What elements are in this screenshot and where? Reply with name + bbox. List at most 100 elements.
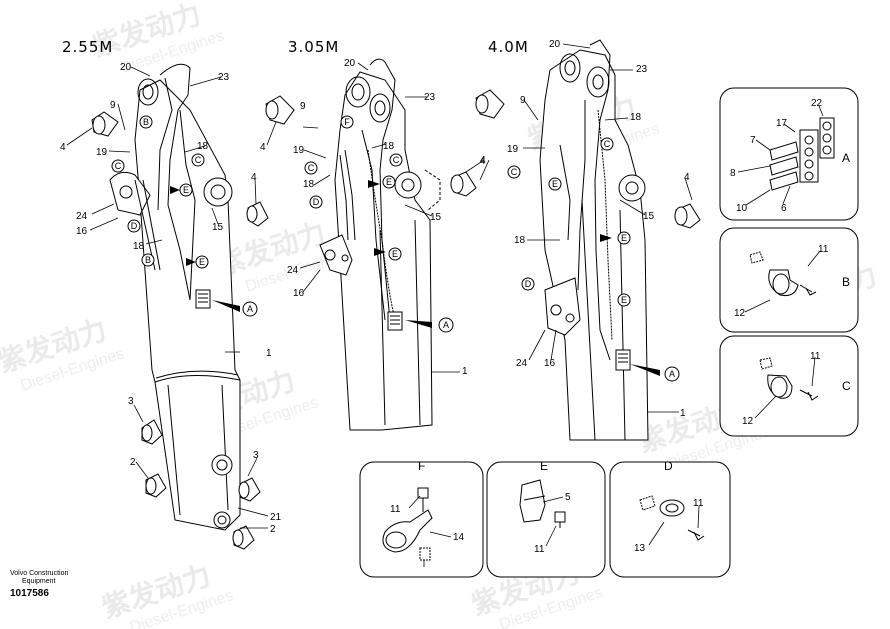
part-label: 23 bbox=[424, 92, 436, 103]
part-label: 6 bbox=[781, 203, 787, 214]
part-label: 24 bbox=[516, 358, 528, 369]
detail-box-e: E bbox=[486, 459, 606, 578]
part-label: 3 bbox=[128, 396, 134, 407]
part-label: 1 bbox=[462, 366, 468, 377]
callout-e: E bbox=[617, 231, 631, 245]
part-label: 11 bbox=[390, 504, 401, 515]
callout-c: C bbox=[389, 153, 403, 167]
part-label: 2 bbox=[270, 524, 276, 535]
part-label: 24 bbox=[287, 265, 299, 276]
svg-text:A: A bbox=[443, 320, 449, 330]
callout-e: E bbox=[382, 175, 396, 189]
svg-text:C: C bbox=[195, 155, 202, 165]
section-title-2-55m: 2.55M bbox=[62, 38, 113, 56]
svg-text:C: C bbox=[308, 163, 315, 173]
part-label: 17 bbox=[776, 118, 788, 129]
callout-c: C bbox=[191, 153, 205, 167]
svg-text:D: D bbox=[525, 279, 532, 289]
part-label: 9 bbox=[520, 95, 526, 106]
part-label: 18 bbox=[133, 241, 145, 252]
part-label: 19 bbox=[96, 147, 108, 158]
svg-text:E: E bbox=[621, 233, 627, 243]
part-label: 19 bbox=[507, 144, 519, 155]
svg-text:A: A bbox=[247, 304, 253, 314]
arm-2-55m bbox=[109, 63, 241, 531]
part-label: 19 bbox=[293, 145, 305, 156]
svg-text:C: C bbox=[511, 167, 518, 177]
callout-f: F bbox=[340, 115, 354, 129]
part-label: 20 bbox=[549, 39, 561, 50]
section-title-4-0m: 4.0M bbox=[488, 38, 529, 56]
part-label: 4 bbox=[480, 156, 486, 167]
callout-a: A bbox=[664, 366, 680, 382]
leader-lines bbox=[66, 43, 824, 567]
svg-text:C: C bbox=[604, 139, 611, 149]
detail-box-d: D bbox=[609, 459, 731, 578]
part-label: 18 bbox=[303, 179, 315, 190]
callout-e: E bbox=[617, 293, 631, 307]
svg-text:B: B bbox=[143, 117, 149, 127]
detail-box-f: F bbox=[359, 459, 484, 578]
part-label: 4 bbox=[251, 172, 257, 183]
callout-a: A bbox=[242, 301, 258, 317]
detail-box-b: B bbox=[719, 227, 859, 333]
svg-text:B: B bbox=[145, 255, 151, 265]
callout-c: C bbox=[507, 165, 521, 179]
part-label: 18 bbox=[383, 141, 395, 152]
part-label: 3 bbox=[253, 450, 259, 461]
svg-text:D: D bbox=[131, 221, 138, 231]
arrow-marks bbox=[170, 180, 660, 376]
svg-text:E: E bbox=[621, 295, 627, 305]
part-label: 4 bbox=[480, 155, 486, 166]
svg-text:E: E bbox=[183, 185, 189, 195]
arm-3-05m bbox=[319, 58, 441, 431]
callout-e: E bbox=[179, 183, 193, 197]
callout-a: A bbox=[438, 317, 454, 333]
detail-box-a: A bbox=[719, 87, 859, 221]
callout-c: C bbox=[304, 161, 318, 175]
part-label: 20 bbox=[344, 58, 356, 69]
part-label: 22 bbox=[811, 98, 823, 109]
detail-box-c: C bbox=[719, 335, 859, 437]
detail-title-c: C bbox=[842, 379, 851, 393]
part-label: 11 bbox=[693, 498, 704, 509]
bushing-group bbox=[91, 111, 269, 550]
svg-text:A: A bbox=[669, 369, 675, 379]
part-label: 4 bbox=[684, 172, 690, 183]
bushing-group bbox=[265, 95, 477, 197]
part-label: 16 bbox=[293, 288, 305, 299]
part-label: 18 bbox=[630, 112, 642, 123]
footer-company-line2: Equipment bbox=[22, 578, 56, 585]
part-label: 2 bbox=[130, 457, 136, 468]
part-label: 7 bbox=[750, 135, 756, 146]
part-label: 11 bbox=[810, 351, 821, 362]
callout-c: C bbox=[111, 159, 125, 173]
part-label: 21 bbox=[270, 512, 282, 523]
part-label: 8 bbox=[730, 168, 736, 179]
part-label: 12 bbox=[734, 308, 746, 319]
callout-e: E bbox=[548, 177, 562, 191]
part-label: 14 bbox=[453, 532, 465, 543]
footer-part-id: 1017586 bbox=[10, 588, 49, 599]
section-title-3-05m: 3.05M bbox=[288, 38, 339, 56]
part-label: 15 bbox=[430, 212, 442, 223]
part-label: 15 bbox=[212, 222, 224, 233]
callout-circles: B C C E D B E A F C C E D E A C C E E D … bbox=[111, 115, 680, 382]
part-label: 4 bbox=[260, 142, 266, 153]
part-label: 9 bbox=[110, 100, 116, 111]
part-label: 4 bbox=[60, 142, 66, 153]
part-label: 20 bbox=[120, 62, 132, 73]
arm-4-0m bbox=[539, 39, 649, 441]
detail-title-a: A bbox=[842, 151, 850, 165]
part-label: 11 bbox=[534, 544, 545, 555]
svg-text:E: E bbox=[392, 249, 398, 259]
part-label: 23 bbox=[636, 64, 648, 75]
part-label: 18 bbox=[514, 235, 526, 246]
svg-text:C: C bbox=[393, 155, 400, 165]
svg-text:E: E bbox=[552, 179, 558, 189]
callout-d: D bbox=[309, 195, 323, 209]
part-label: 15 bbox=[643, 211, 655, 222]
part-label: 1 bbox=[680, 408, 686, 419]
detail-title-d: D bbox=[664, 459, 673, 473]
